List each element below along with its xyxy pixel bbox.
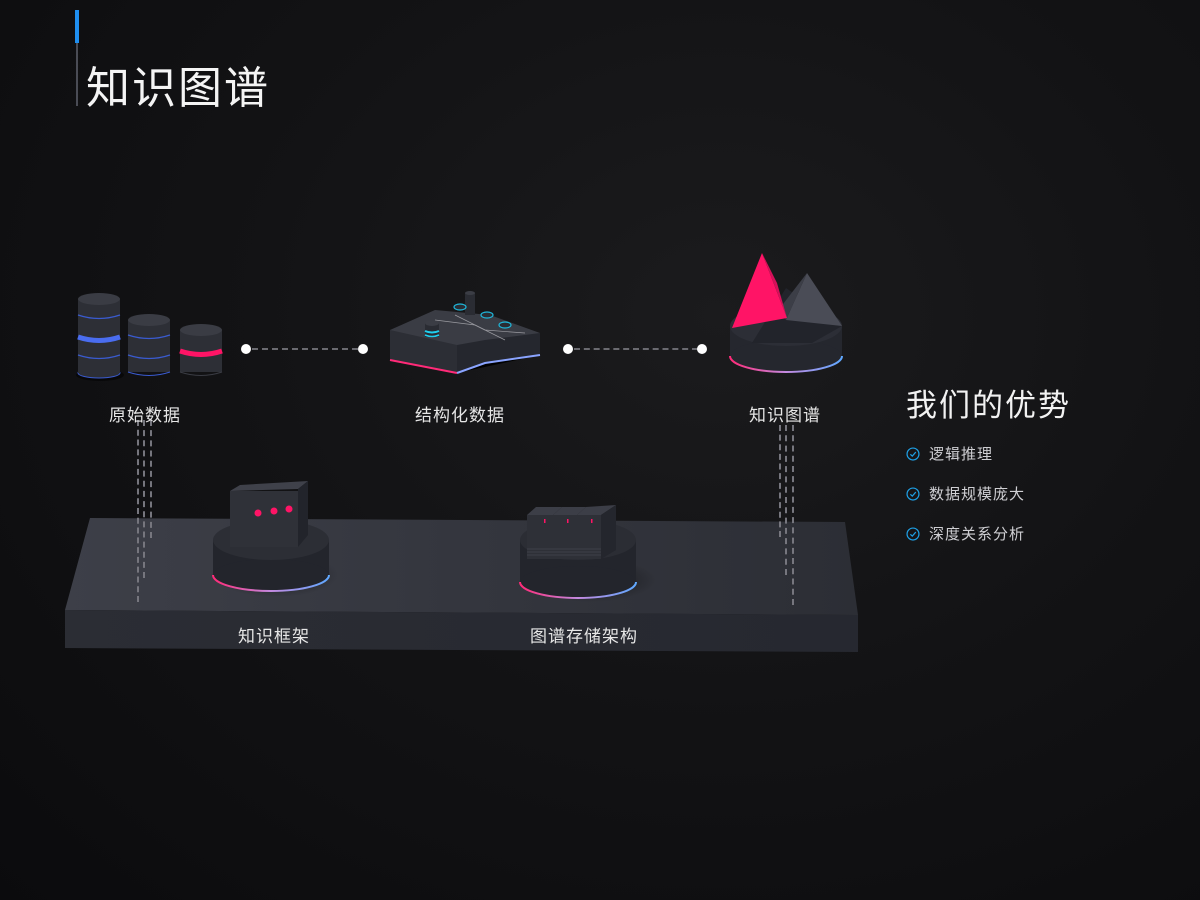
drop-line xyxy=(150,420,152,538)
connector-dot xyxy=(241,344,251,354)
title-divider xyxy=(76,10,78,106)
advantage-label: 逻辑推理 xyxy=(929,445,994,463)
structured-board-icon xyxy=(389,291,541,374)
advantage-label: 深度关系分析 xyxy=(929,525,1026,543)
platform-label-knowledge-framework: 知识框架 xyxy=(238,627,310,647)
advantage-item: 数据规模庞大 xyxy=(906,483,1025,504)
pyramid-crystal-icon xyxy=(729,253,843,373)
page-title: 知识图谱 xyxy=(86,63,270,114)
node-label-raw-data: 原始数据 xyxy=(109,406,181,426)
drop-line xyxy=(143,420,145,578)
advantage-label: 数据规模庞大 xyxy=(929,485,1026,503)
connector-dot xyxy=(563,344,573,354)
connector-dot xyxy=(697,344,707,354)
drop-line xyxy=(137,420,139,602)
connector-line xyxy=(252,348,358,350)
advantage-item: 深度关系分析 xyxy=(906,523,1025,544)
server-rack-icon xyxy=(519,505,656,602)
advantages-title: 我们的优势 xyxy=(906,388,1071,424)
database-cylinders-icon xyxy=(76,293,223,381)
advantage-item: 逻辑推理 xyxy=(906,443,993,464)
check-circle-icon xyxy=(906,486,920,501)
node-label-knowledge-graph: 知识图谱 xyxy=(749,406,821,426)
chat-bubble-icon xyxy=(212,481,338,597)
drop-line xyxy=(792,425,794,605)
drop-line xyxy=(779,425,781,537)
title-accent-bar xyxy=(75,10,79,43)
drop-line xyxy=(785,425,787,575)
platform-label-graph-storage: 图谱存储架构 xyxy=(530,627,638,647)
node-label-structured-data: 结构化数据 xyxy=(415,406,505,426)
connector-line xyxy=(574,348,698,350)
check-circle-icon xyxy=(906,526,920,541)
check-circle-icon xyxy=(906,446,920,461)
connector-dot xyxy=(358,344,368,354)
